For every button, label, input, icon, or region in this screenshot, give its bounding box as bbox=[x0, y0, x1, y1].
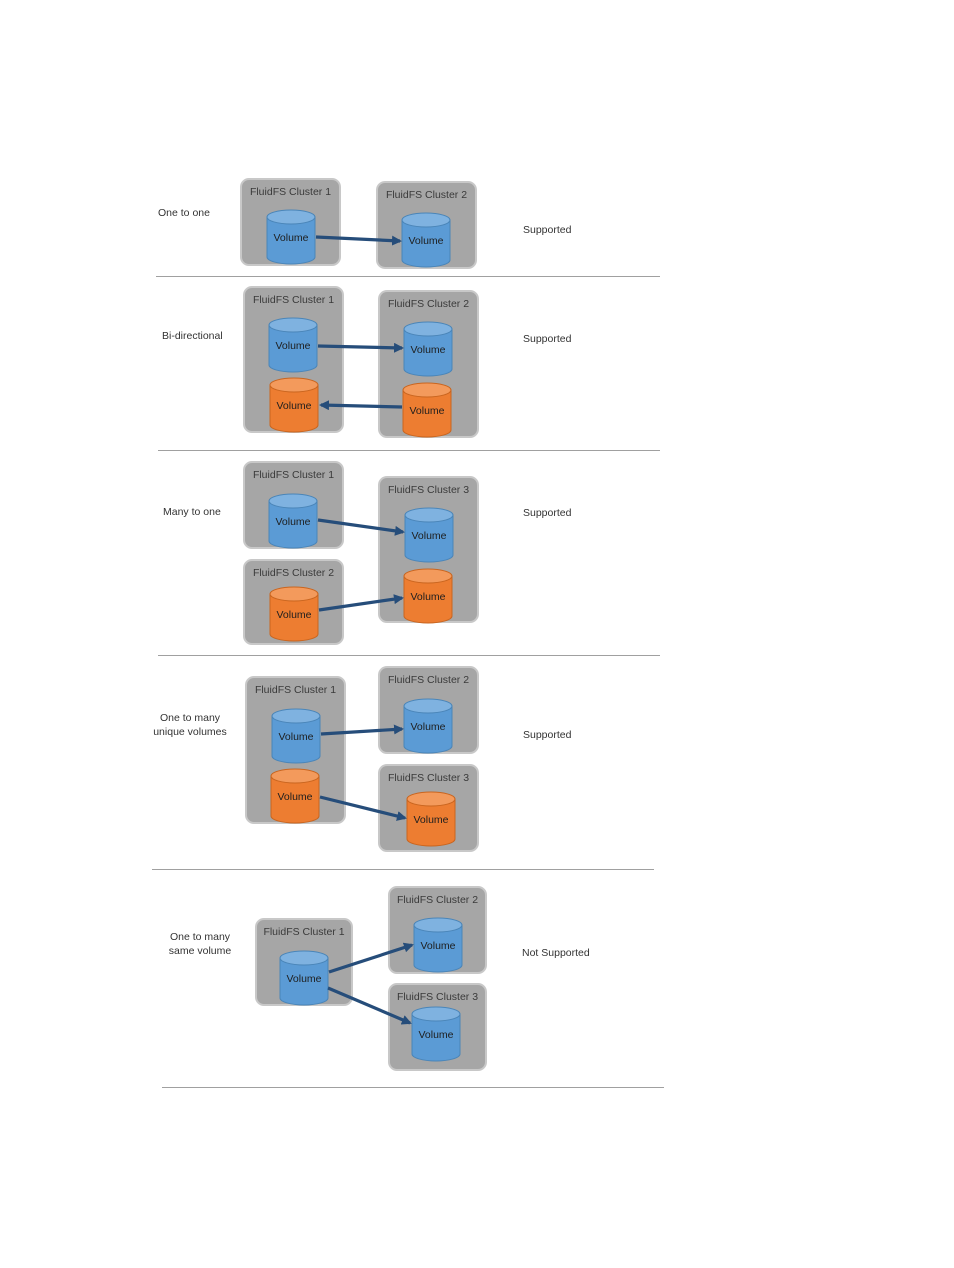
status-text: Supported bbox=[523, 333, 572, 345]
volume-cylinder-orange: Volume bbox=[269, 586, 319, 642]
cluster-title: FluidFS Cluster 2 bbox=[387, 674, 470, 686]
cluster-title: FluidFS Cluster 2 bbox=[385, 189, 468, 201]
volume-label: Volume bbox=[275, 340, 311, 352]
row-label-one-to-many-unique: One to many unique volumes bbox=[148, 711, 232, 739]
volume-cylinder-blue: Volume bbox=[403, 698, 453, 754]
row-label-bi-directional: Bi-directional bbox=[162, 330, 223, 342]
volume-label: Volume bbox=[275, 516, 311, 528]
volume-cylinder-blue: Volume bbox=[403, 321, 453, 377]
volume-cylinder-blue: Volume bbox=[268, 317, 318, 373]
cluster-title: FluidFS Cluster 2 bbox=[387, 298, 470, 310]
cluster-title: FluidFS Cluster 1 bbox=[252, 469, 335, 481]
row-divider bbox=[152, 869, 654, 870]
status-text: Supported bbox=[523, 729, 572, 741]
cluster-title: FluidFS Cluster 2 bbox=[396, 894, 479, 906]
cluster-title: FluidFS Cluster 1 bbox=[254, 684, 337, 696]
row-label-line: same volume bbox=[168, 945, 232, 957]
volume-label: Volume bbox=[410, 344, 446, 356]
row-label-line: One to many bbox=[169, 931, 231, 943]
volume-cylinder-orange: Volume bbox=[270, 768, 320, 824]
row-divider bbox=[156, 276, 660, 277]
status-text: Supported bbox=[523, 507, 572, 519]
row-label-many-to-one: Many to one bbox=[163, 506, 221, 518]
replication-arrow bbox=[320, 724, 404, 736]
volume-cylinder-orange: Volume bbox=[269, 377, 319, 433]
replication-arrow bbox=[318, 594, 404, 612]
volume-cylinder-blue: Volume bbox=[413, 917, 463, 973]
volume-label: Volume bbox=[418, 1029, 454, 1041]
replication-arrow bbox=[317, 342, 404, 353]
volume-cylinder-blue: Volume bbox=[268, 493, 318, 549]
volume-label: Volume bbox=[273, 232, 309, 244]
replication-arrow bbox=[317, 518, 405, 536]
volume-cylinder-orange: Volume bbox=[406, 791, 456, 847]
volume-cylinder-orange: Volume bbox=[403, 568, 453, 624]
cluster-title: FluidFS Cluster 3 bbox=[387, 484, 470, 496]
volume-label: Volume bbox=[286, 973, 322, 985]
volume-label: Volume bbox=[409, 405, 445, 417]
row-label-one-to-many-same: One to many same volume bbox=[158, 930, 242, 958]
cluster-title: FluidFS Cluster 1 bbox=[252, 294, 335, 306]
volume-label: Volume bbox=[410, 591, 446, 603]
replication-arrow bbox=[319, 795, 407, 821]
row-label-line: unique volumes bbox=[153, 726, 227, 738]
row-label-line: One to many bbox=[159, 712, 221, 724]
status-text: Not Supported bbox=[522, 947, 590, 959]
volume-label: Volume bbox=[278, 731, 314, 743]
volume-label: Volume bbox=[410, 721, 446, 733]
replication-arrow bbox=[315, 235, 402, 246]
volume-label: Volume bbox=[413, 814, 449, 826]
volume-label: Volume bbox=[411, 530, 447, 542]
volume-label: Volume bbox=[276, 609, 312, 621]
volume-cylinder-blue: Volume bbox=[411, 1006, 461, 1062]
replication-arrow bbox=[328, 942, 414, 974]
volume-cylinder-orange: Volume bbox=[402, 382, 452, 438]
cluster-title: FluidFS Cluster 1 bbox=[249, 186, 332, 198]
row-divider bbox=[158, 655, 660, 656]
volume-label: Volume bbox=[276, 400, 312, 412]
row-divider bbox=[162, 1087, 664, 1088]
cluster-title: FluidFS Cluster 2 bbox=[252, 567, 335, 579]
row-divider bbox=[158, 450, 660, 451]
volume-cylinder-blue: Volume bbox=[266, 209, 316, 265]
cluster-title: FluidFS Cluster 1 bbox=[263, 926, 345, 938]
volume-label: Volume bbox=[277, 791, 313, 803]
status-text: Supported bbox=[523, 224, 572, 236]
cluster-title: FluidFS Cluster 3 bbox=[387, 772, 470, 784]
replication-arrow bbox=[319, 400, 403, 411]
volume-label: Volume bbox=[408, 235, 444, 247]
replication-arrow bbox=[327, 986, 412, 1025]
volume-cylinder-blue: Volume bbox=[271, 708, 321, 764]
volume-label: Volume bbox=[420, 940, 456, 952]
cluster-title: FluidFS Cluster 3 bbox=[396, 991, 479, 1003]
volume-cylinder-blue: Volume bbox=[401, 212, 451, 268]
volume-cylinder-blue: Volume bbox=[279, 950, 329, 1006]
row-label-one-to-one: One to one bbox=[158, 207, 210, 219]
volume-cylinder-blue: Volume bbox=[404, 507, 454, 563]
